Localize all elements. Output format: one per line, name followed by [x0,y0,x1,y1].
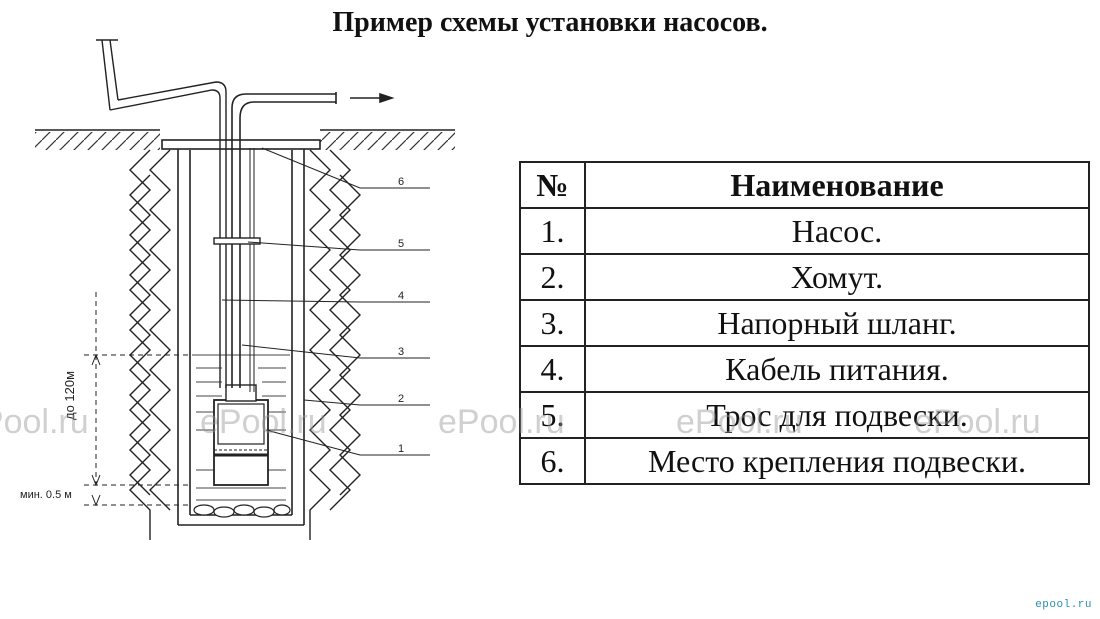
table-row: 4. Кабель питания. [519,345,1090,393]
callout-6: 6 [398,176,404,188]
table-row: 2. Хомут. [519,253,1090,301]
row-number: 3. [519,299,586,347]
row-name: Насос. [584,207,1090,255]
row-name: Трос для подвески. [584,391,1090,439]
min-depth-label: мин. 0.5 м [20,489,72,501]
callout-1: 1 [398,443,404,455]
row-number: 1. [519,207,586,255]
suspension-rope [249,148,255,392]
parts-table-container: № Наименование 1. Насос. 2. Хомут. 3. На… [519,161,1090,485]
callout-5: 5 [398,238,404,250]
discharge-hose [231,92,337,388]
table-row: 5. Трос для подвески. [519,391,1090,439]
site-logo: epool.ru [1035,599,1092,611]
row-number: 2. [519,253,586,301]
callout-2: 2 [398,393,404,405]
pump [213,384,269,486]
header-number: № [519,161,586,209]
power-cable [96,39,227,388]
ground-surface [35,129,455,150]
soil-wall-left [129,149,171,540]
dimension-depth [84,292,190,507]
water [192,354,290,501]
callout-lines [221,147,430,456]
gravel-bed [193,504,291,518]
row-name: Напорный шланг. [584,299,1090,347]
callout-4: 4 [398,290,404,302]
table-row: 3. Напорный шланг. [519,299,1090,347]
table-row: 6. Место крепления подвески. [519,437,1090,485]
table-header-row: № Наименование [519,161,1090,209]
row-number: 5. [519,391,586,439]
parts-table: № Наименование 1. Насос. 2. Хомут. 3. На… [519,161,1090,485]
row-name: Место крепления подвески. [584,437,1090,485]
header-name: Наименование [584,161,1090,209]
well-cap [161,139,321,150]
flow-arrow [350,92,395,104]
well-pump-diagram: 6 5 4 3 2 1 до 120м мин. 0.5 м [20,39,455,540]
soil-wall-right [309,149,361,540]
page-title: Пример схемы установки насосов. [332,7,768,38]
row-number: 4. [519,345,586,393]
row-number: 6. [519,437,586,485]
depth-label: до 120м [62,371,77,420]
row-name: Хомут. [584,253,1090,301]
clamp [213,237,261,245]
row-name: Кабель питания. [584,345,1090,393]
table-row: 1. Насос. [519,207,1090,255]
callout-3: 3 [398,346,404,358]
